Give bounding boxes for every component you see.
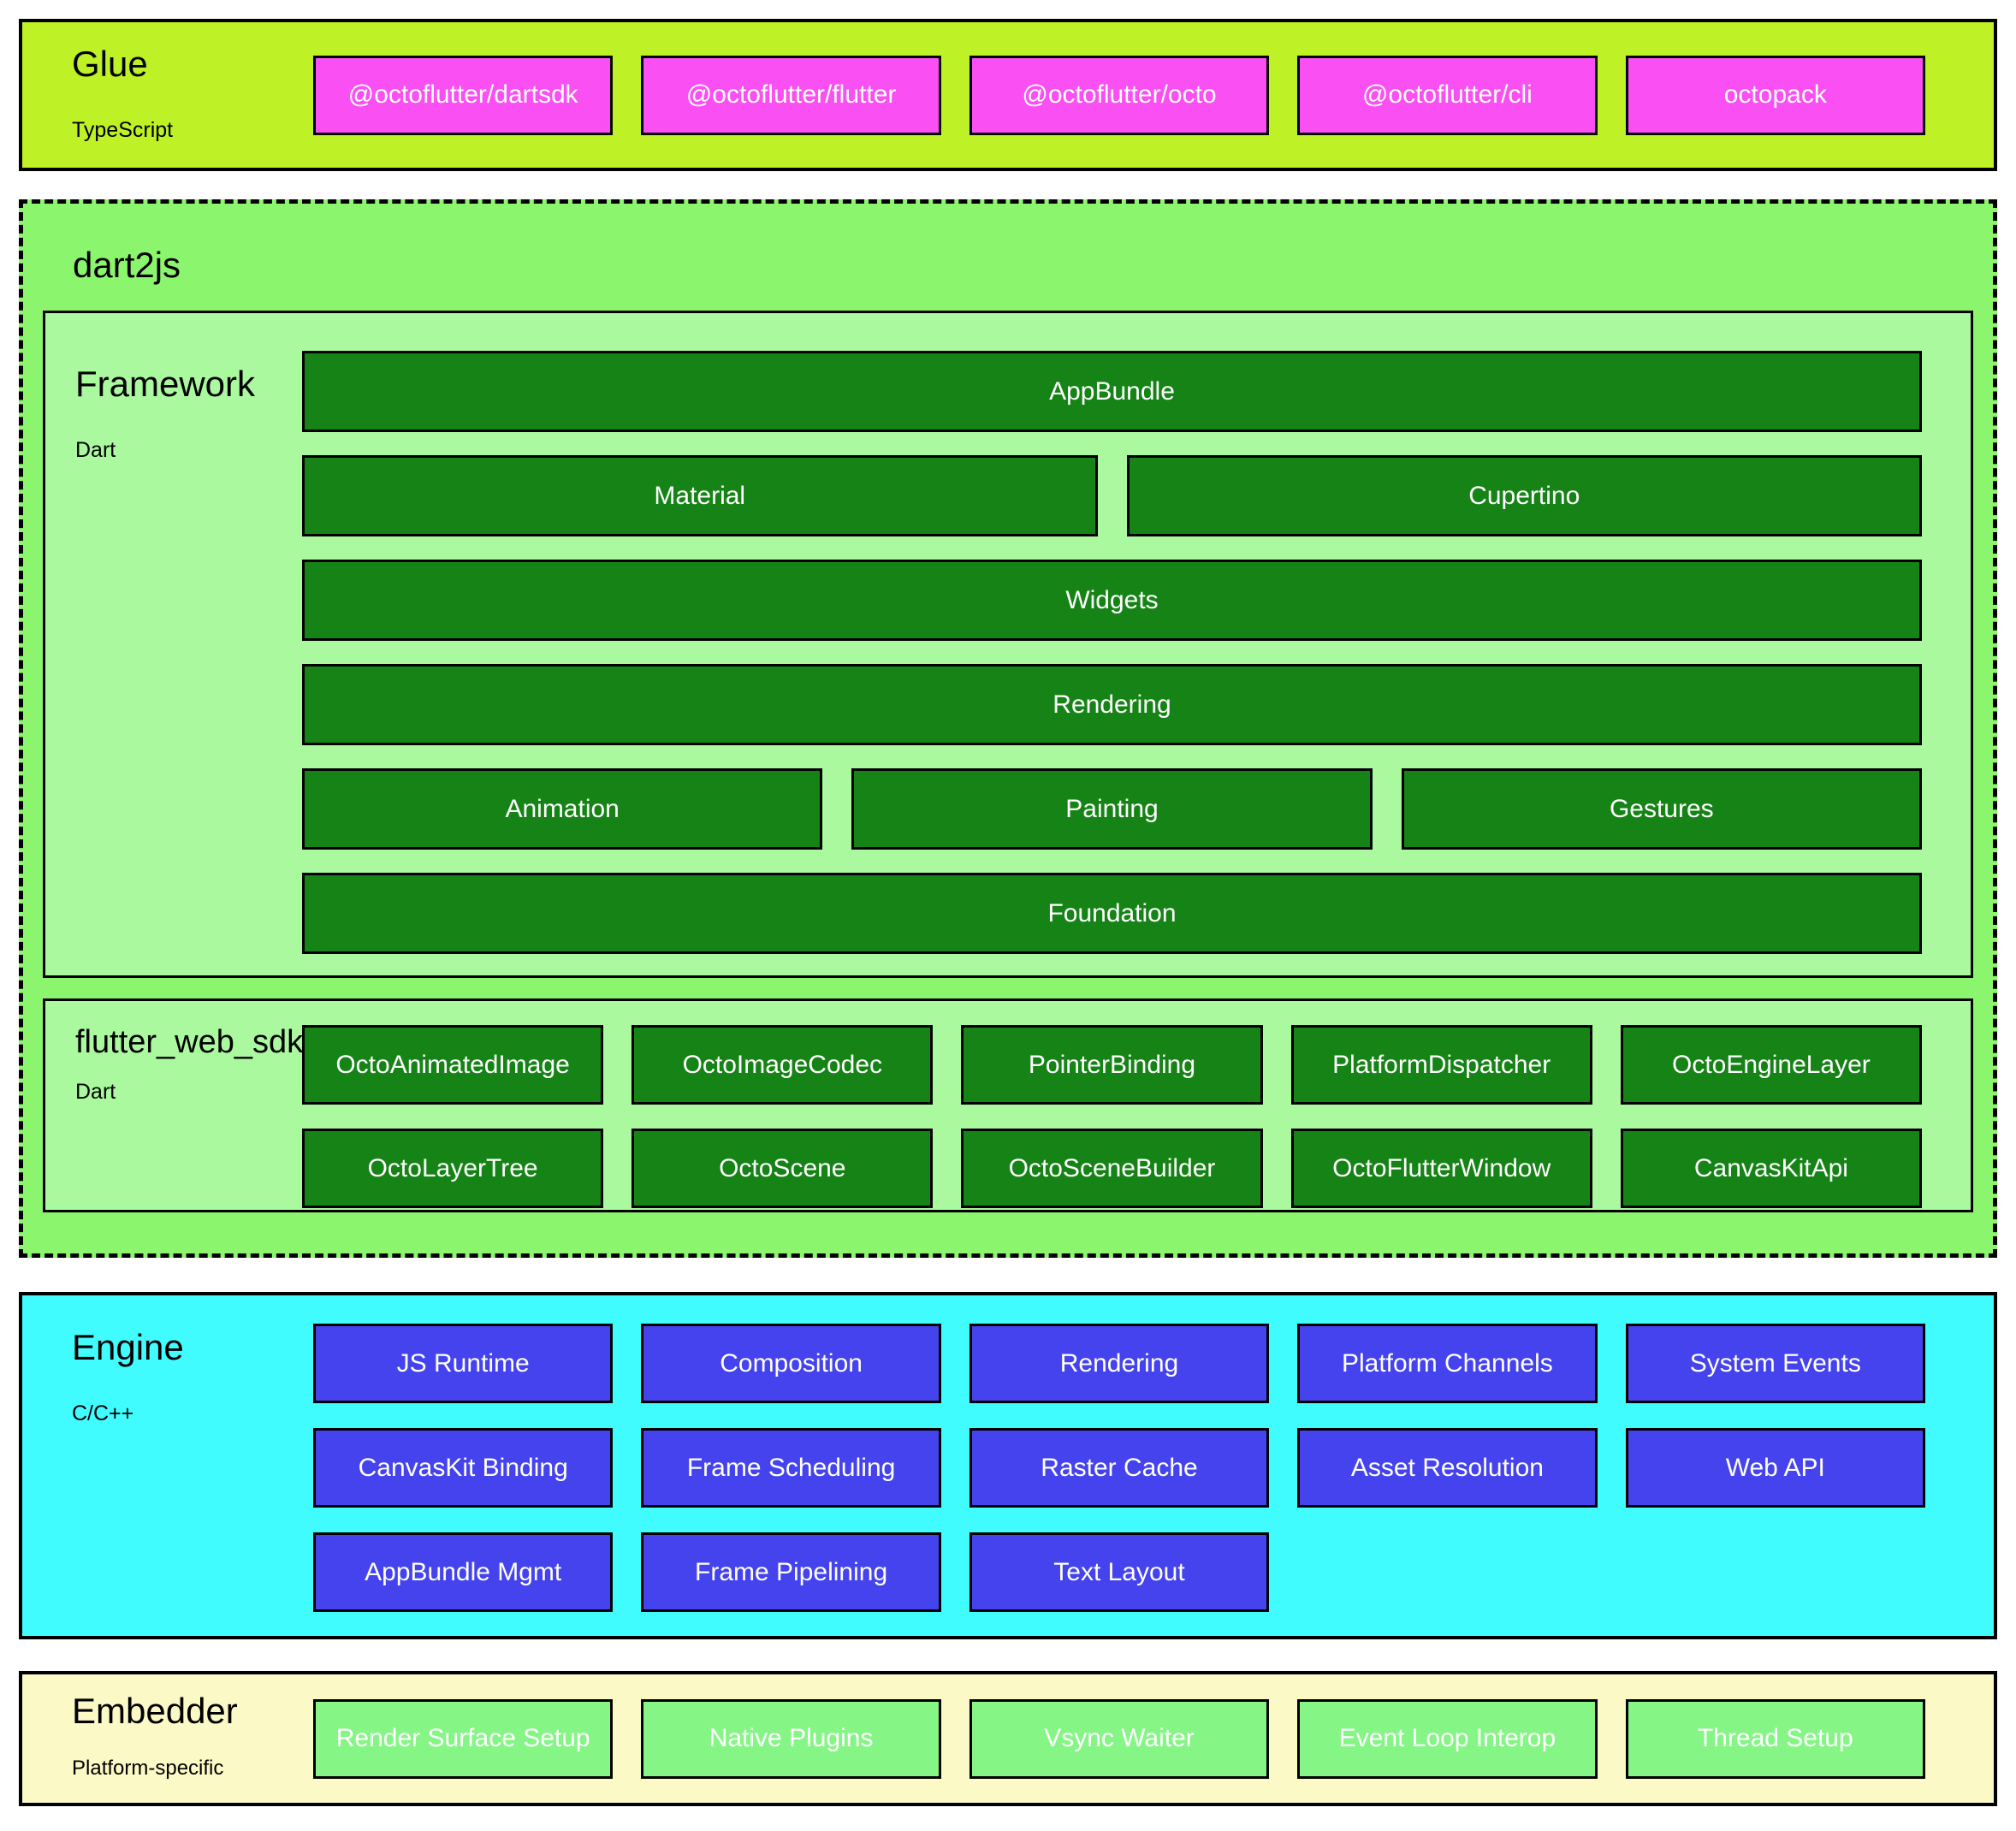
embedder-section: Embedder Platform-specific Render Surfac…: [19, 1671, 1997, 1806]
framework-box-material: Material: [302, 455, 1098, 536]
websdk-box-octolayertree: OctoLayerTree: [302, 1129, 604, 1208]
flutter-web-sdk-grid: OctoAnimatedImage OctoImageCodec Pointer…: [302, 1001, 1971, 1210]
engine-subtitle: C/C++: [72, 1401, 134, 1426]
websdk-box-octoflutterwindow: OctoFlutterWindow: [1290, 1129, 1592, 1208]
engine-box-text-layout: Text Layout: [969, 1532, 1270, 1612]
engine-box-frame-pipelining: Frame Pipelining: [641, 1532, 941, 1612]
glue-box-octopack: octopack: [1625, 55, 1925, 135]
embedder-box-event-loop-interop: Event Loop Interop: [1297, 1698, 1598, 1779]
engine-box-system-events: System Events: [1625, 1324, 1925, 1403]
flutter-web-sdk-panel: flutter_web_sdk Dart OctoAnimatedImage O…: [43, 998, 1973, 1212]
framework-row-1: AppBundle: [302, 351, 1922, 432]
framework-row-3: Widgets: [302, 560, 1922, 641]
framework-row-4: Rendering: [302, 664, 1922, 745]
websdk-box-octoenginelayer: OctoEngineLayer: [1620, 1025, 1922, 1105]
framework-box-animation: Animation: [302, 768, 823, 850]
engine-box-js-runtime: JS Runtime: [313, 1324, 614, 1403]
websdk-box-platformdispatcher: PlatformDispatcher: [1290, 1025, 1592, 1105]
engine-label-column: Engine C/C++: [22, 1295, 313, 1636]
websdk-box-octoscenebuilder: OctoSceneBuilder: [961, 1129, 1263, 1208]
glue-box-dartsdk: @octoflutter/dartsdk: [313, 55, 614, 135]
framework-row-6: Foundation: [302, 873, 1922, 954]
framework-box-gestures: Gestures: [1401, 768, 1922, 850]
engine-box-composition: Composition: [641, 1324, 941, 1403]
flutter-web-sdk-title: flutter_web_sdk: [75, 1024, 304, 1060]
embedder-label-column: Embedder Platform-specific: [22, 1674, 313, 1803]
glue-subtitle: TypeScript: [72, 118, 174, 143]
framework-box-foundation: Foundation: [302, 873, 1922, 954]
framework-box-widgets: Widgets: [302, 560, 1922, 641]
engine-grid: JS Runtime Composition Rendering Platfor…: [313, 1295, 1994, 1636]
engine-box-asset-resolution: Asset Resolution: [1297, 1428, 1598, 1508]
embedder-box-thread-setup: Thread Setup: [1625, 1698, 1925, 1779]
engine-box-frame-scheduling: Frame Scheduling: [641, 1428, 941, 1508]
embedder-title: Embedder: [72, 1691, 238, 1731]
embedder-box-vsync-waiter: Vsync Waiter: [969, 1698, 1270, 1779]
embedder-subtitle: Platform-specific: [72, 1757, 224, 1781]
framework-box-appbundle: AppBundle: [302, 351, 1922, 432]
engine-box-raster-cache: Raster Cache: [969, 1428, 1270, 1508]
framework-row-2: Material Cupertino: [302, 455, 1922, 536]
dart2js-title: dart2js: [73, 245, 181, 285]
websdk-box-octoscene: OctoScene: [631, 1129, 934, 1208]
engine-box-canvaskit-binding: CanvasKit Binding: [313, 1428, 614, 1508]
engine-title: Engine: [72, 1327, 184, 1367]
framework-rows: AppBundle Material Cupertino Widgets Ren…: [302, 313, 1971, 975]
glue-box-flutter: @octoflutter/flutter: [641, 55, 941, 135]
glue-box-octo: @octoflutter/octo: [969, 55, 1270, 135]
flutter-web-sdk-label-column: flutter_web_sdk Dart: [45, 1001, 304, 1210]
framework-box-painting: Painting: [851, 768, 1373, 850]
framework-label-column: Framework Dart: [45, 313, 302, 975]
embedder-boxes-row: Render Surface Setup Native Plugins Vsyn…: [313, 1674, 1994, 1803]
glue-section: Glue TypeScript @octoflutter/dartsdk @oc…: [19, 19, 1997, 171]
websdk-box-canvaskitapi: CanvasKitApi: [1620, 1129, 1922, 1208]
glue-title: Glue: [72, 44, 148, 84]
framework-title: Framework: [75, 364, 256, 404]
dart2js-section: dart2js Framework Dart AppBundle Materia…: [19, 199, 1997, 1258]
embedder-box-native-plugins: Native Plugins: [641, 1698, 941, 1779]
framework-subtitle: Dart: [75, 438, 116, 463]
framework-panel: Framework Dart AppBundle Material Cupert…: [43, 311, 1973, 978]
websdk-box-pointerbinding: PointerBinding: [961, 1025, 1263, 1105]
embedder-box-render-surface-setup: Render Surface Setup: [313, 1698, 614, 1779]
engine-box-rendering: Rendering: [969, 1324, 1270, 1403]
framework-box-cupertino: Cupertino: [1126, 455, 1922, 536]
websdk-box-octoanimatedimage: OctoAnimatedImage: [302, 1025, 604, 1105]
glue-label-column: Glue TypeScript: [22, 22, 313, 168]
engine-box-web-api: Web API: [1625, 1428, 1925, 1508]
flutter-web-sdk-subtitle: Dart: [75, 1079, 116, 1104]
engine-box-appbundle-mgmt: AppBundle Mgmt: [313, 1532, 614, 1612]
engine-section: Engine C/C++ JS Runtime Composition Rend…: [19, 1292, 1997, 1639]
glue-boxes-row: @octoflutter/dartsdk @octoflutter/flutte…: [313, 22, 1994, 168]
glue-box-cli: @octoflutter/cli: [1297, 55, 1598, 135]
engine-box-platform-channels: Platform Channels: [1297, 1324, 1598, 1403]
framework-row-5: Animation Painting Gestures: [302, 768, 1922, 850]
websdk-box-octoimagecodec: OctoImageCodec: [631, 1025, 934, 1105]
framework-box-rendering: Rendering: [302, 664, 1922, 745]
